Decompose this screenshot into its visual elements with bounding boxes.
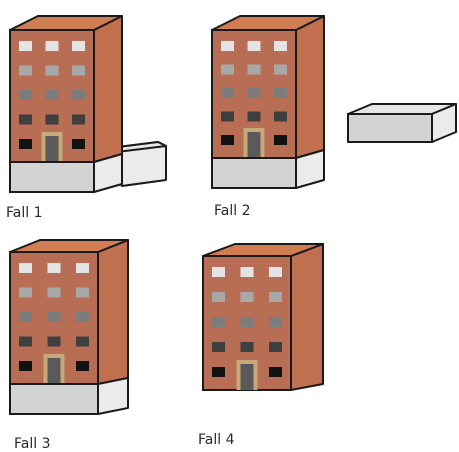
window (72, 139, 85, 149)
building-case-2 (212, 16, 324, 188)
window (19, 337, 32, 347)
window (19, 139, 32, 149)
window (221, 88, 234, 98)
case-label-4: Fall 4 (198, 432, 234, 448)
window (274, 135, 287, 145)
case-label-3: Fall 3 (14, 436, 50, 452)
base-side (98, 378, 128, 414)
window (19, 312, 32, 322)
window (274, 41, 287, 51)
door (46, 136, 59, 162)
window (76, 361, 89, 371)
window (76, 263, 89, 273)
side-wall (296, 16, 324, 158)
window (221, 135, 234, 145)
window (48, 312, 61, 322)
case-label-2: Fall 2 (214, 203, 250, 219)
window (19, 263, 32, 273)
base-front (10, 384, 98, 414)
window (48, 288, 61, 298)
window (72, 90, 85, 100)
window (72, 66, 85, 76)
building-case-3 (10, 240, 128, 414)
window (212, 267, 225, 277)
door (48, 358, 61, 384)
window (72, 41, 85, 51)
case-label-1: Fall 1 (6, 205, 42, 221)
window (46, 66, 59, 76)
window (46, 115, 59, 125)
window (19, 115, 32, 125)
window (274, 112, 287, 122)
window (269, 292, 282, 302)
window (274, 65, 287, 75)
window (248, 112, 261, 122)
window (46, 41, 59, 51)
building-case-1 (10, 16, 166, 192)
window (274, 88, 287, 98)
window (221, 41, 234, 51)
building-case-4 (203, 244, 323, 390)
door (241, 364, 254, 390)
window (76, 312, 89, 322)
detached-block (348, 104, 456, 142)
window (221, 65, 234, 75)
window (48, 337, 61, 347)
window (19, 66, 32, 76)
window (269, 367, 282, 377)
window (48, 263, 61, 273)
side-wall (291, 244, 323, 390)
base-front (10, 162, 94, 192)
window (72, 115, 85, 125)
side-wall (98, 240, 128, 384)
window (76, 288, 89, 298)
window (241, 317, 254, 327)
window (76, 337, 89, 347)
window (19, 90, 32, 100)
window (248, 88, 261, 98)
base-front (212, 158, 296, 188)
window (212, 317, 225, 327)
window (212, 367, 225, 377)
window (19, 288, 32, 298)
window (241, 292, 254, 302)
window (248, 65, 261, 75)
window (269, 267, 282, 277)
door (248, 132, 261, 158)
block-front (348, 114, 432, 142)
window (212, 342, 225, 352)
window (46, 90, 59, 100)
window (269, 342, 282, 352)
window (241, 342, 254, 352)
side-wall (94, 16, 122, 162)
window (248, 41, 261, 51)
window (19, 41, 32, 51)
window (19, 361, 32, 371)
window (221, 112, 234, 122)
window (269, 317, 282, 327)
window (212, 292, 225, 302)
window (241, 267, 254, 277)
